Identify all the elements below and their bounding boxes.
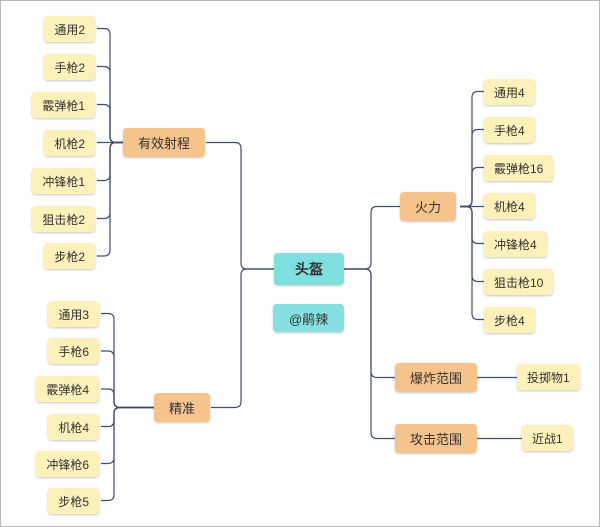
connector xyxy=(460,166,484,208)
connector xyxy=(97,103,123,144)
connector xyxy=(101,406,154,502)
connector xyxy=(341,268,395,440)
leaf-node[interactable]: 机枪4 xyxy=(48,414,99,440)
leaf-node[interactable]: 通用4 xyxy=(484,79,535,105)
leaf-node[interactable]: 狙击枪2 xyxy=(32,206,95,232)
leaf-node[interactable]: 通用3 xyxy=(48,301,99,327)
branch-node-firepower[interactable]: 火力 xyxy=(400,192,457,221)
connector xyxy=(101,312,154,409)
branch-node-explosion-range[interactable]: 爆炸范围 xyxy=(395,363,478,392)
leaf-node[interactable]: 步枪2 xyxy=(44,243,95,269)
connector xyxy=(211,268,274,409)
leaf-node[interactable]: 步枪5 xyxy=(48,488,99,514)
leaf-node[interactable]: 机枪4 xyxy=(484,193,535,219)
leaf-node[interactable]: 通用2 xyxy=(44,16,95,42)
root-node-helmet[interactable]: 头盔 xyxy=(274,253,344,285)
leaf-node[interactable]: 步枪4 xyxy=(484,307,535,333)
leaf-node[interactable]: 手枪2 xyxy=(44,54,95,80)
leaf-node[interactable]: 手枪4 xyxy=(484,117,535,143)
connector xyxy=(206,141,274,270)
branch-node-accuracy[interactable]: 精准 xyxy=(154,393,211,422)
connector xyxy=(341,205,400,270)
connector xyxy=(341,268,395,379)
leaf-node[interactable]: 机枪2 xyxy=(44,130,95,156)
leaf-node[interactable]: 近战1 xyxy=(522,425,573,451)
leaf-node[interactable]: 霰弹枪1 xyxy=(32,92,95,118)
leaf-node[interactable]: 狙击枪10 xyxy=(484,269,554,295)
connector xyxy=(97,141,123,257)
leaf-node[interactable]: 手枪6 xyxy=(48,338,99,364)
leaf-node[interactable]: 霰弹枪4 xyxy=(36,376,99,402)
branch-node-attack-range[interactable]: 攻击范围 xyxy=(395,424,478,453)
connector xyxy=(101,406,154,465)
connector xyxy=(101,350,154,409)
connector xyxy=(460,205,484,321)
leaf-node[interactable]: 冲锋枪4 xyxy=(484,231,547,257)
leaf-node[interactable]: 冲锋枪6 xyxy=(36,451,99,477)
leaf-node[interactable]: 投掷物1 xyxy=(517,364,580,390)
leaf-node[interactable]: 霰弹枪16 xyxy=(484,155,554,181)
author-note[interactable]: @鹃辣 xyxy=(273,304,345,332)
leaf-node[interactable]: 冲锋枪1 xyxy=(32,168,95,194)
connector xyxy=(101,406,154,428)
connector xyxy=(101,388,154,409)
branch-node-effective-range[interactable]: 有效射程 xyxy=(123,128,206,157)
